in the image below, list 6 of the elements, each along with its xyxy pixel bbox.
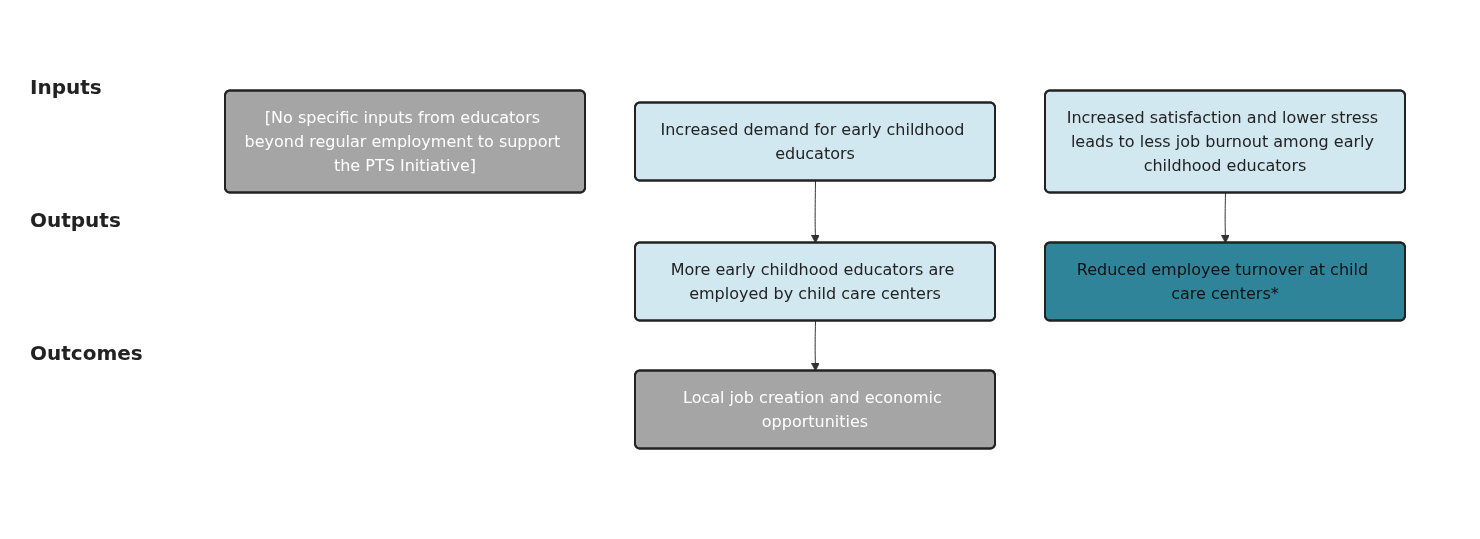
row-label: Outputs (30, 207, 122, 232)
arrow (810, 320, 820, 372)
row-label: Inputs (30, 74, 103, 99)
row-label: Outcomes (30, 340, 144, 365)
arrow (1220, 192, 1230, 244)
arrow (810, 180, 820, 244)
